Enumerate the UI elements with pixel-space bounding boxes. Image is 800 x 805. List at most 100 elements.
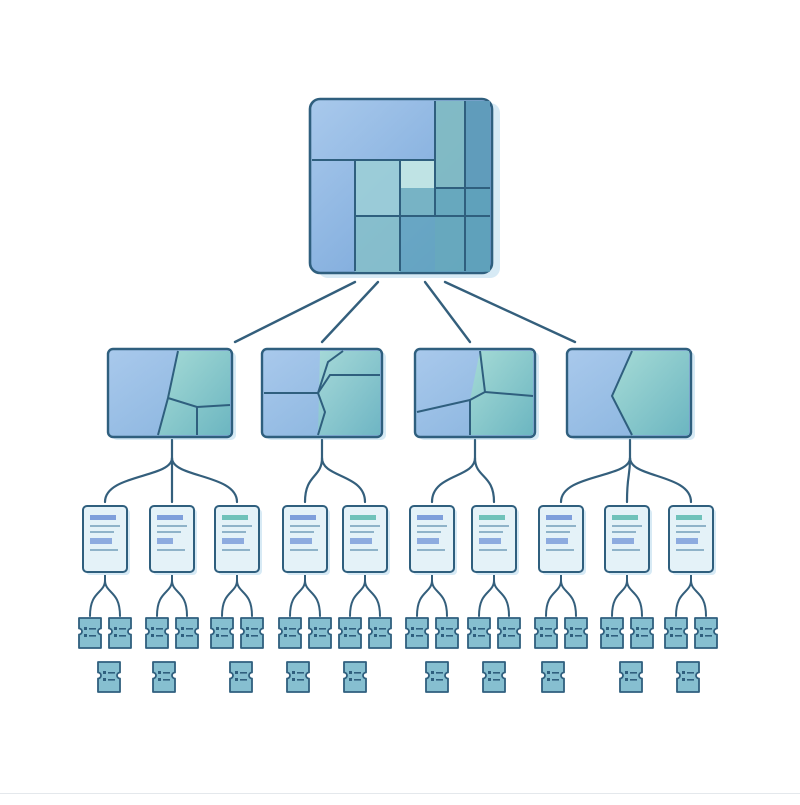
- document-text-line: [479, 525, 509, 527]
- chip-body: [175, 617, 199, 649]
- doc-connector: [559, 456, 632, 504]
- tile-4-cracks: [610, 350, 633, 436]
- root-connectors: [233, 280, 577, 344]
- chip-body: [676, 661, 700, 693]
- chip-dot: [151, 627, 154, 630]
- chip-18: [630, 617, 654, 649]
- document-block: [546, 538, 568, 544]
- document-9: [604, 505, 652, 575]
- chip-body: [210, 617, 234, 649]
- document-header-bar: [290, 515, 316, 520]
- chip-line: [630, 672, 637, 674]
- document-block: [676, 538, 698, 544]
- document-text-line: [290, 525, 320, 527]
- chip-line: [319, 628, 326, 630]
- document-3: [214, 505, 262, 575]
- chip-29: [619, 661, 643, 693]
- bottom-divider: [0, 793, 800, 794]
- document-text-line: [222, 549, 250, 551]
- document-text-line: [417, 525, 447, 527]
- document-text-line: [90, 531, 114, 533]
- chip-dot: [547, 678, 550, 681]
- doc-connector: [628, 456, 693, 504]
- chip-line: [446, 635, 453, 637]
- chip-dot: [473, 634, 476, 637]
- chip-dot: [246, 627, 249, 630]
- chip-line: [478, 628, 485, 630]
- chip-line: [156, 628, 163, 630]
- chip-dot: [344, 634, 347, 637]
- document-block: [350, 538, 372, 544]
- document-text-line: [417, 531, 441, 533]
- chip-12: [435, 617, 459, 649]
- document-header-bar: [676, 515, 702, 520]
- chip-line: [508, 635, 515, 637]
- chip-body: [338, 617, 362, 649]
- chip-line: [297, 679, 304, 681]
- document-10: [668, 505, 716, 575]
- document-block: [90, 538, 112, 544]
- chip-25: [343, 661, 367, 693]
- chip-body: [152, 661, 176, 693]
- chip-connector: [626, 579, 643, 617]
- document-block: [612, 538, 634, 544]
- chip-dot: [625, 678, 628, 681]
- chip-line: [108, 679, 115, 681]
- chip-dot: [292, 671, 295, 674]
- chip-dot: [314, 627, 317, 630]
- chip-line: [478, 635, 485, 637]
- chip-line: [349, 635, 356, 637]
- chip-body: [308, 617, 332, 649]
- doc-connector: [303, 456, 324, 504]
- chip-24: [286, 661, 310, 693]
- chip-22: [152, 661, 176, 693]
- document-text-line: [350, 531, 374, 533]
- chip-3: [145, 617, 169, 649]
- chip-dot: [349, 678, 352, 681]
- chip-connector: [104, 579, 121, 617]
- chip-13: [467, 617, 491, 649]
- document-text-line: [157, 525, 187, 527]
- chip-line: [221, 635, 228, 637]
- chip-connector: [431, 579, 448, 617]
- tile-3: [413, 347, 539, 440]
- chip-connector: [493, 579, 510, 617]
- chip-body: [425, 661, 449, 693]
- chip-line: [156, 635, 163, 637]
- chip-dot: [547, 671, 550, 674]
- chip-line: [108, 672, 115, 674]
- chip-line: [436, 679, 443, 681]
- tile-2-cracks: [264, 350, 380, 436]
- chip-dot: [540, 627, 543, 630]
- chip-dot: [570, 634, 573, 637]
- branch-connectors: [89, 438, 707, 617]
- doc-connector: [473, 456, 496, 504]
- chip-body: [564, 617, 588, 649]
- chip-line: [545, 628, 552, 630]
- chip-dot: [700, 634, 703, 637]
- chip-line: [552, 672, 559, 674]
- doc-connector: [103, 456, 174, 504]
- document-header-bar: [222, 515, 248, 520]
- chip-10: [368, 617, 392, 649]
- chip-line: [687, 672, 694, 674]
- chip-dot: [103, 671, 106, 674]
- chip-body: [405, 617, 429, 649]
- chip-body: [435, 617, 459, 649]
- chip-line: [416, 635, 423, 637]
- chip-1: [78, 617, 102, 649]
- chip-connector: [289, 579, 306, 617]
- document-block: [222, 538, 244, 544]
- chip-line: [552, 679, 559, 681]
- chip-26: [425, 661, 449, 693]
- document-text-line: [350, 549, 378, 551]
- chip-dot: [151, 634, 154, 637]
- document-text-line: [479, 549, 507, 551]
- document-text-line: [612, 531, 636, 533]
- chip-line: [675, 635, 682, 637]
- chip-6: [240, 617, 264, 649]
- document-text-line: [546, 525, 576, 527]
- chip-body: [278, 617, 302, 649]
- chip-connector: [156, 579, 173, 617]
